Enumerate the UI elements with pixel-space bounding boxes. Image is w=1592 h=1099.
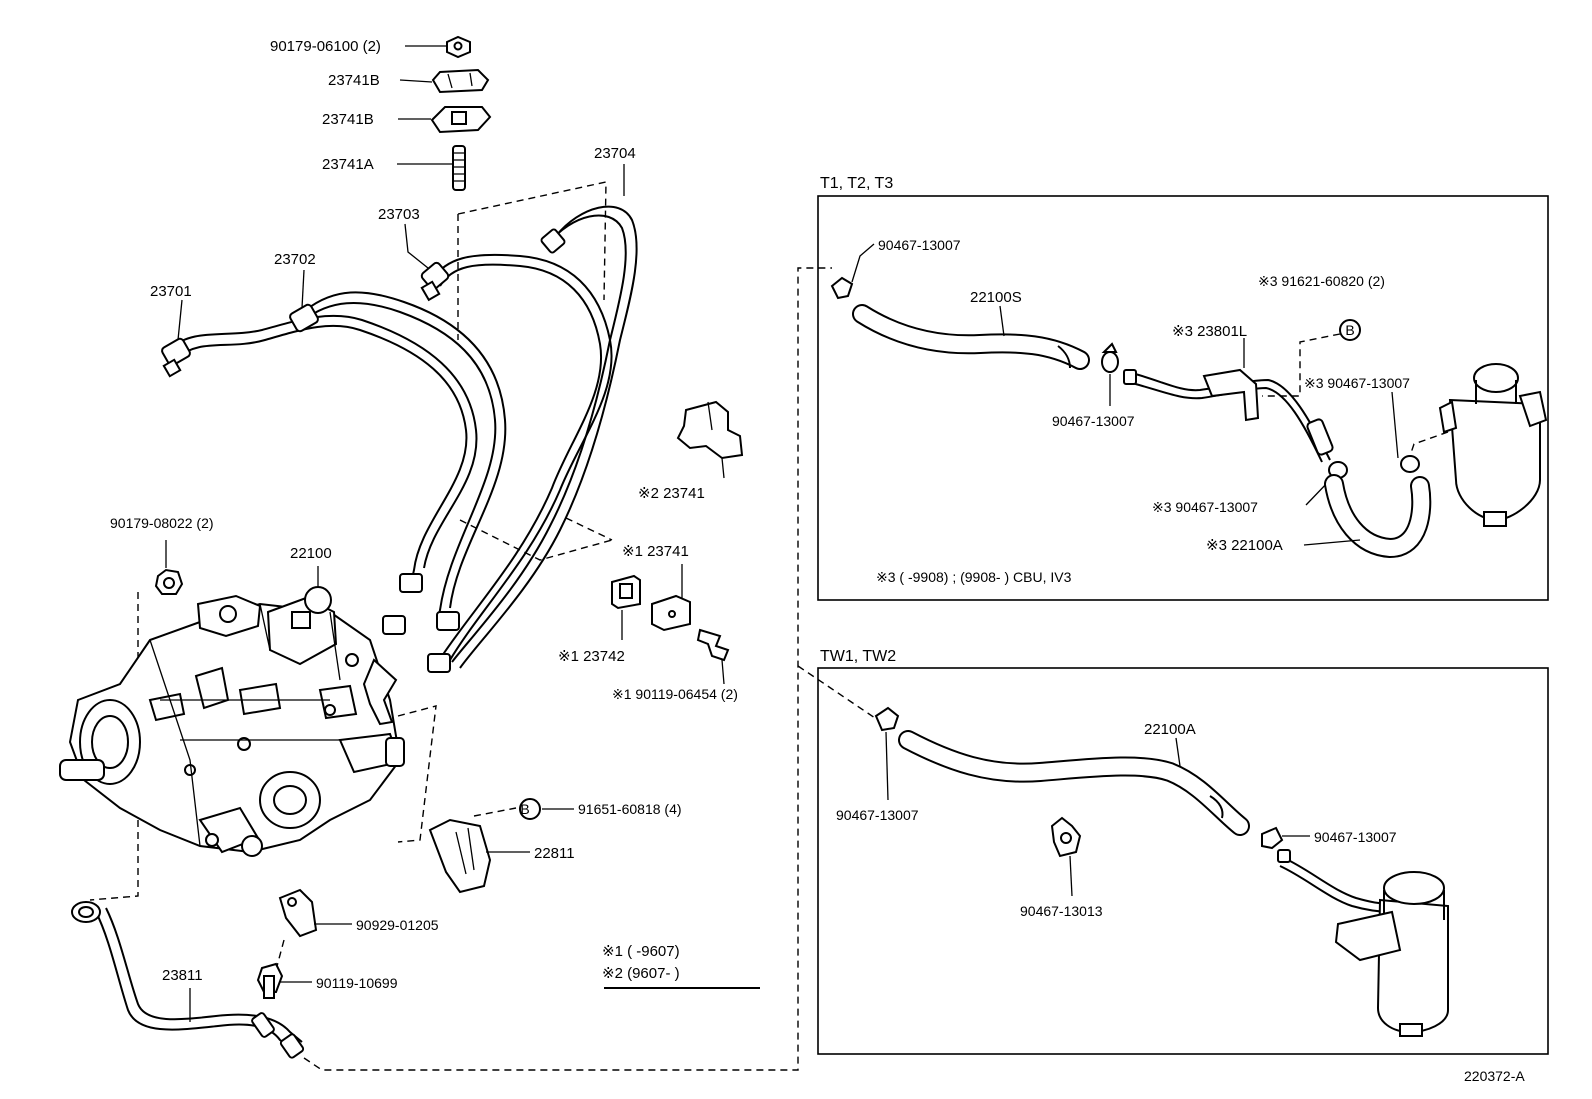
label-tw-clip-a: 90467-13007 (836, 807, 919, 823)
bolt-90119-10699 (256, 962, 284, 999)
bolt-23741A (452, 145, 466, 191)
label-23741B-lower: 23741B (322, 111, 374, 128)
injection-pipes (171, 205, 638, 669)
note-2: ※2 (9607- ) (602, 965, 680, 982)
clamp-23741-no2 (676, 400, 744, 460)
clip-t-c (1400, 455, 1420, 473)
label-tw-clip-c: 90467-13007 (1314, 829, 1397, 845)
figure-id: 220372-A (1464, 1068, 1525, 1084)
bracket-22811 (428, 818, 492, 894)
label-t-hose-22100S: 22100S (970, 289, 1022, 306)
injection-pump-22100 (59, 586, 405, 857)
label-tw-22100A: 22100A (1144, 721, 1196, 738)
label-23742: ※1 23742 (558, 648, 625, 665)
label-90179-06100: 90179-06100 (2) (270, 38, 381, 55)
label-t-clip-c: ※3 90467-13007 (1304, 375, 1410, 391)
pipe-nut-lower (382, 573, 460, 673)
label-t-23801L: ※3 23801L (1172, 323, 1247, 340)
label-t-clip-a: 90467-13007 (878, 237, 961, 253)
nut-90179-06100 (446, 35, 471, 59)
label-22100: 22100 (290, 545, 332, 562)
clip-tw-b (1050, 816, 1082, 858)
note-3: ※3 ( -9908) ; (9908- ) CBU, IV3 (876, 569, 1072, 585)
label-90179-08022: 90179-08022 (2) (110, 515, 214, 531)
nut-90179-08022 (154, 568, 184, 595)
frame-t-series (817, 195, 1549, 601)
label-90119-06454: ※1 90119-06454 (2) (612, 686, 738, 702)
filter-tw (1334, 871, 1449, 1037)
clip-t-a (830, 276, 854, 300)
label-23741-no2: ※2 23741 (638, 485, 705, 502)
label-t-22100A: ※3 22100A (1206, 537, 1283, 554)
frame-title-t: T1, T2, T3 (820, 175, 893, 192)
label-circle-b: B (520, 801, 529, 817)
label-t-circle-b: B (1345, 322, 1354, 338)
label-t-91621-60820: ※3 91621-60820 (2) (1258, 273, 1385, 289)
callouts-tw-series: TW1, TW2 22100A 90467-13007 90467-13013 … (820, 648, 1397, 919)
label-23741B-upper: 23741B (328, 72, 380, 89)
pipe-tw (1277, 849, 1393, 913)
hose-tw-22100A (898, 730, 1250, 836)
frame-title-tw: TW1, TW2 (820, 648, 896, 665)
label-23702: 23702 (274, 251, 316, 268)
label-23701: 23701 (150, 283, 192, 300)
clamp-23742 (611, 574, 641, 610)
callout-labels: 90179-06100 (2) 23741B 23741B 23741A 237… (110, 38, 738, 991)
clamp-23741B-upper (431, 68, 490, 94)
label-90119-10699: 90119-10699 (316, 975, 398, 991)
frame-tw-series (817, 667, 1549, 1055)
label-91651-60818: 91651-60818 (4) (578, 801, 682, 817)
label-23741-no1: ※1 23741 (622, 543, 689, 560)
label-90929-01205: 90929-01205 (356, 917, 439, 933)
clamp-23741B-lower (430, 106, 492, 134)
clip-tw-a (874, 706, 900, 732)
pipe-nut-23704 (540, 228, 566, 254)
label-23703: 23703 (378, 206, 420, 223)
clip-90929-01205 (278, 888, 318, 938)
label-tw-clip-b: 90467-13013 (1020, 903, 1103, 919)
label-23741A: 23741A (322, 156, 374, 173)
label-22811: 22811 (534, 845, 575, 862)
pipe-23811 (71, 901, 305, 1059)
hose-t-22100A (1324, 474, 1432, 559)
pipe-nut-23703 (420, 261, 450, 302)
bolt-90119-06454 (696, 628, 730, 662)
label-23704: 23704 (594, 145, 636, 162)
label-23811: 23811 (162, 967, 203, 984)
clamp-23741-no1 (651, 594, 691, 632)
filter-t (1409, 363, 1548, 527)
label-t-clip-b: 90467-13007 (1052, 413, 1135, 429)
clip-t-b (1101, 342, 1119, 373)
callouts-t-series: T1, T2, T3 90467-13007 22100S 90467-1300… (820, 175, 1410, 585)
pipe-nut-23701 (161, 337, 191, 378)
hose-22100S (852, 304, 1090, 370)
pipe-nut-23702 (289, 303, 319, 333)
pipe-t-23801L (1123, 368, 1334, 463)
note-1: ※1 ( -9607) (602, 943, 680, 960)
label-t-clip-d: ※3 90467-13007 (1152, 499, 1258, 515)
clip-tw-c (1261, 826, 1284, 850)
